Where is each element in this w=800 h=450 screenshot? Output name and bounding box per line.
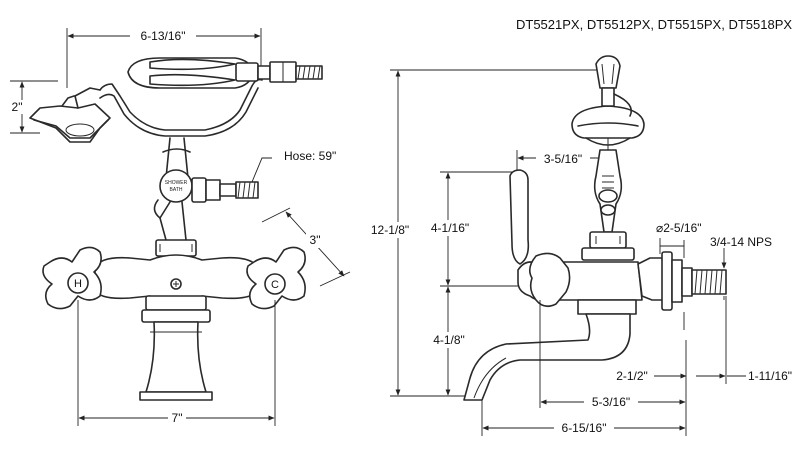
dim-handshower-width: 6-13/16" — [66, 27, 262, 88]
front-view: 6-13/16" 2" — [8, 27, 351, 426]
dim-label-upper-height: 4-1/16" — [431, 221, 469, 235]
side-cradle-arm — [509, 169, 530, 265]
dim-label-handshower-height: 2" — [12, 100, 23, 114]
hot-handle-label: H — [74, 278, 82, 290]
dim-label-handle-spread: 3" — [310, 233, 321, 247]
dim-cradle-offset: 3-5/16" — [516, 148, 609, 182]
hand-shower-head — [29, 87, 111, 143]
cold-handle: C — [246, 246, 306, 310]
dim-handshower-height: 2" — [8, 80, 58, 134]
hose-length-label: Hose: 59" — [284, 149, 336, 163]
dim-label-shank-length: 1-11/16" — [748, 369, 792, 383]
model-numbers-title: DT5521PX, DT5512PX, DT5515PX, DT5518PX — [516, 17, 792, 32]
dim-label-overall-depth: 6-15/16" — [562, 421, 607, 435]
dim-spout-reach: 5-3/16" — [539, 300, 687, 410]
hose-callout: Hose: 59" — [251, 149, 336, 183]
dim-label-flange-dia: ⌀2-5/16" — [656, 221, 702, 235]
dim-spout-drop: 2-1/2" — [610, 340, 687, 400]
faucet-body — [94, 239, 259, 401]
dim-centers: 7" — [77, 300, 276, 426]
dim-handle-spread: 3" — [261, 207, 351, 287]
dim-overall-height: 12-1/8" — [362, 69, 600, 397]
dim-shank-length: 1-11/16" — [696, 296, 792, 384]
dim-thread: 3/4-14 NPS — [710, 235, 772, 300]
dim-label-handshower-width: 6-13/16" — [141, 29, 186, 43]
cold-handle-label: C — [271, 279, 279, 291]
dim-upper-height: 4-1/16" — [424, 171, 520, 287]
dim-label-spout-reach: 5-3/16" — [592, 395, 630, 409]
hot-handle: H — [42, 246, 102, 310]
dim-label-centers: 7" — [172, 411, 183, 425]
dim-label-spout-drop: 2-1/2" — [616, 369, 648, 383]
cradle-stem — [162, 137, 191, 179]
dim-label-cradle-offset: 3-5/16" — [544, 152, 582, 166]
diverter-label-shower: SHOWER — [165, 180, 188, 186]
hose-connector — [191, 177, 259, 203]
cradle-arm — [99, 78, 263, 137]
diverter-label-bath: BATH — [170, 187, 183, 193]
dim-label-overall-height: 12-1/8" — [371, 223, 409, 237]
dim-flange-dia: ⌀2-5/16" — [656, 221, 702, 330]
dim-label-thread: 3/4-14 NPS — [710, 235, 772, 249]
side-handle-shaft — [593, 138, 623, 233]
dim-lower-height: 4-1/8" — [426, 286, 472, 396]
dim-label-lower-height: 4-1/8" — [433, 333, 465, 347]
handshower-handle — [127, 57, 323, 89]
side-hand-shower — [571, 55, 645, 146]
side-spout — [463, 313, 631, 401]
side-body — [517, 231, 727, 315]
dim-overall-depth: 6-15/16" — [481, 400, 687, 436]
side-view: 12-1/8" 3-5/16" 4-1/16" 4-1/8" — [362, 55, 792, 436]
